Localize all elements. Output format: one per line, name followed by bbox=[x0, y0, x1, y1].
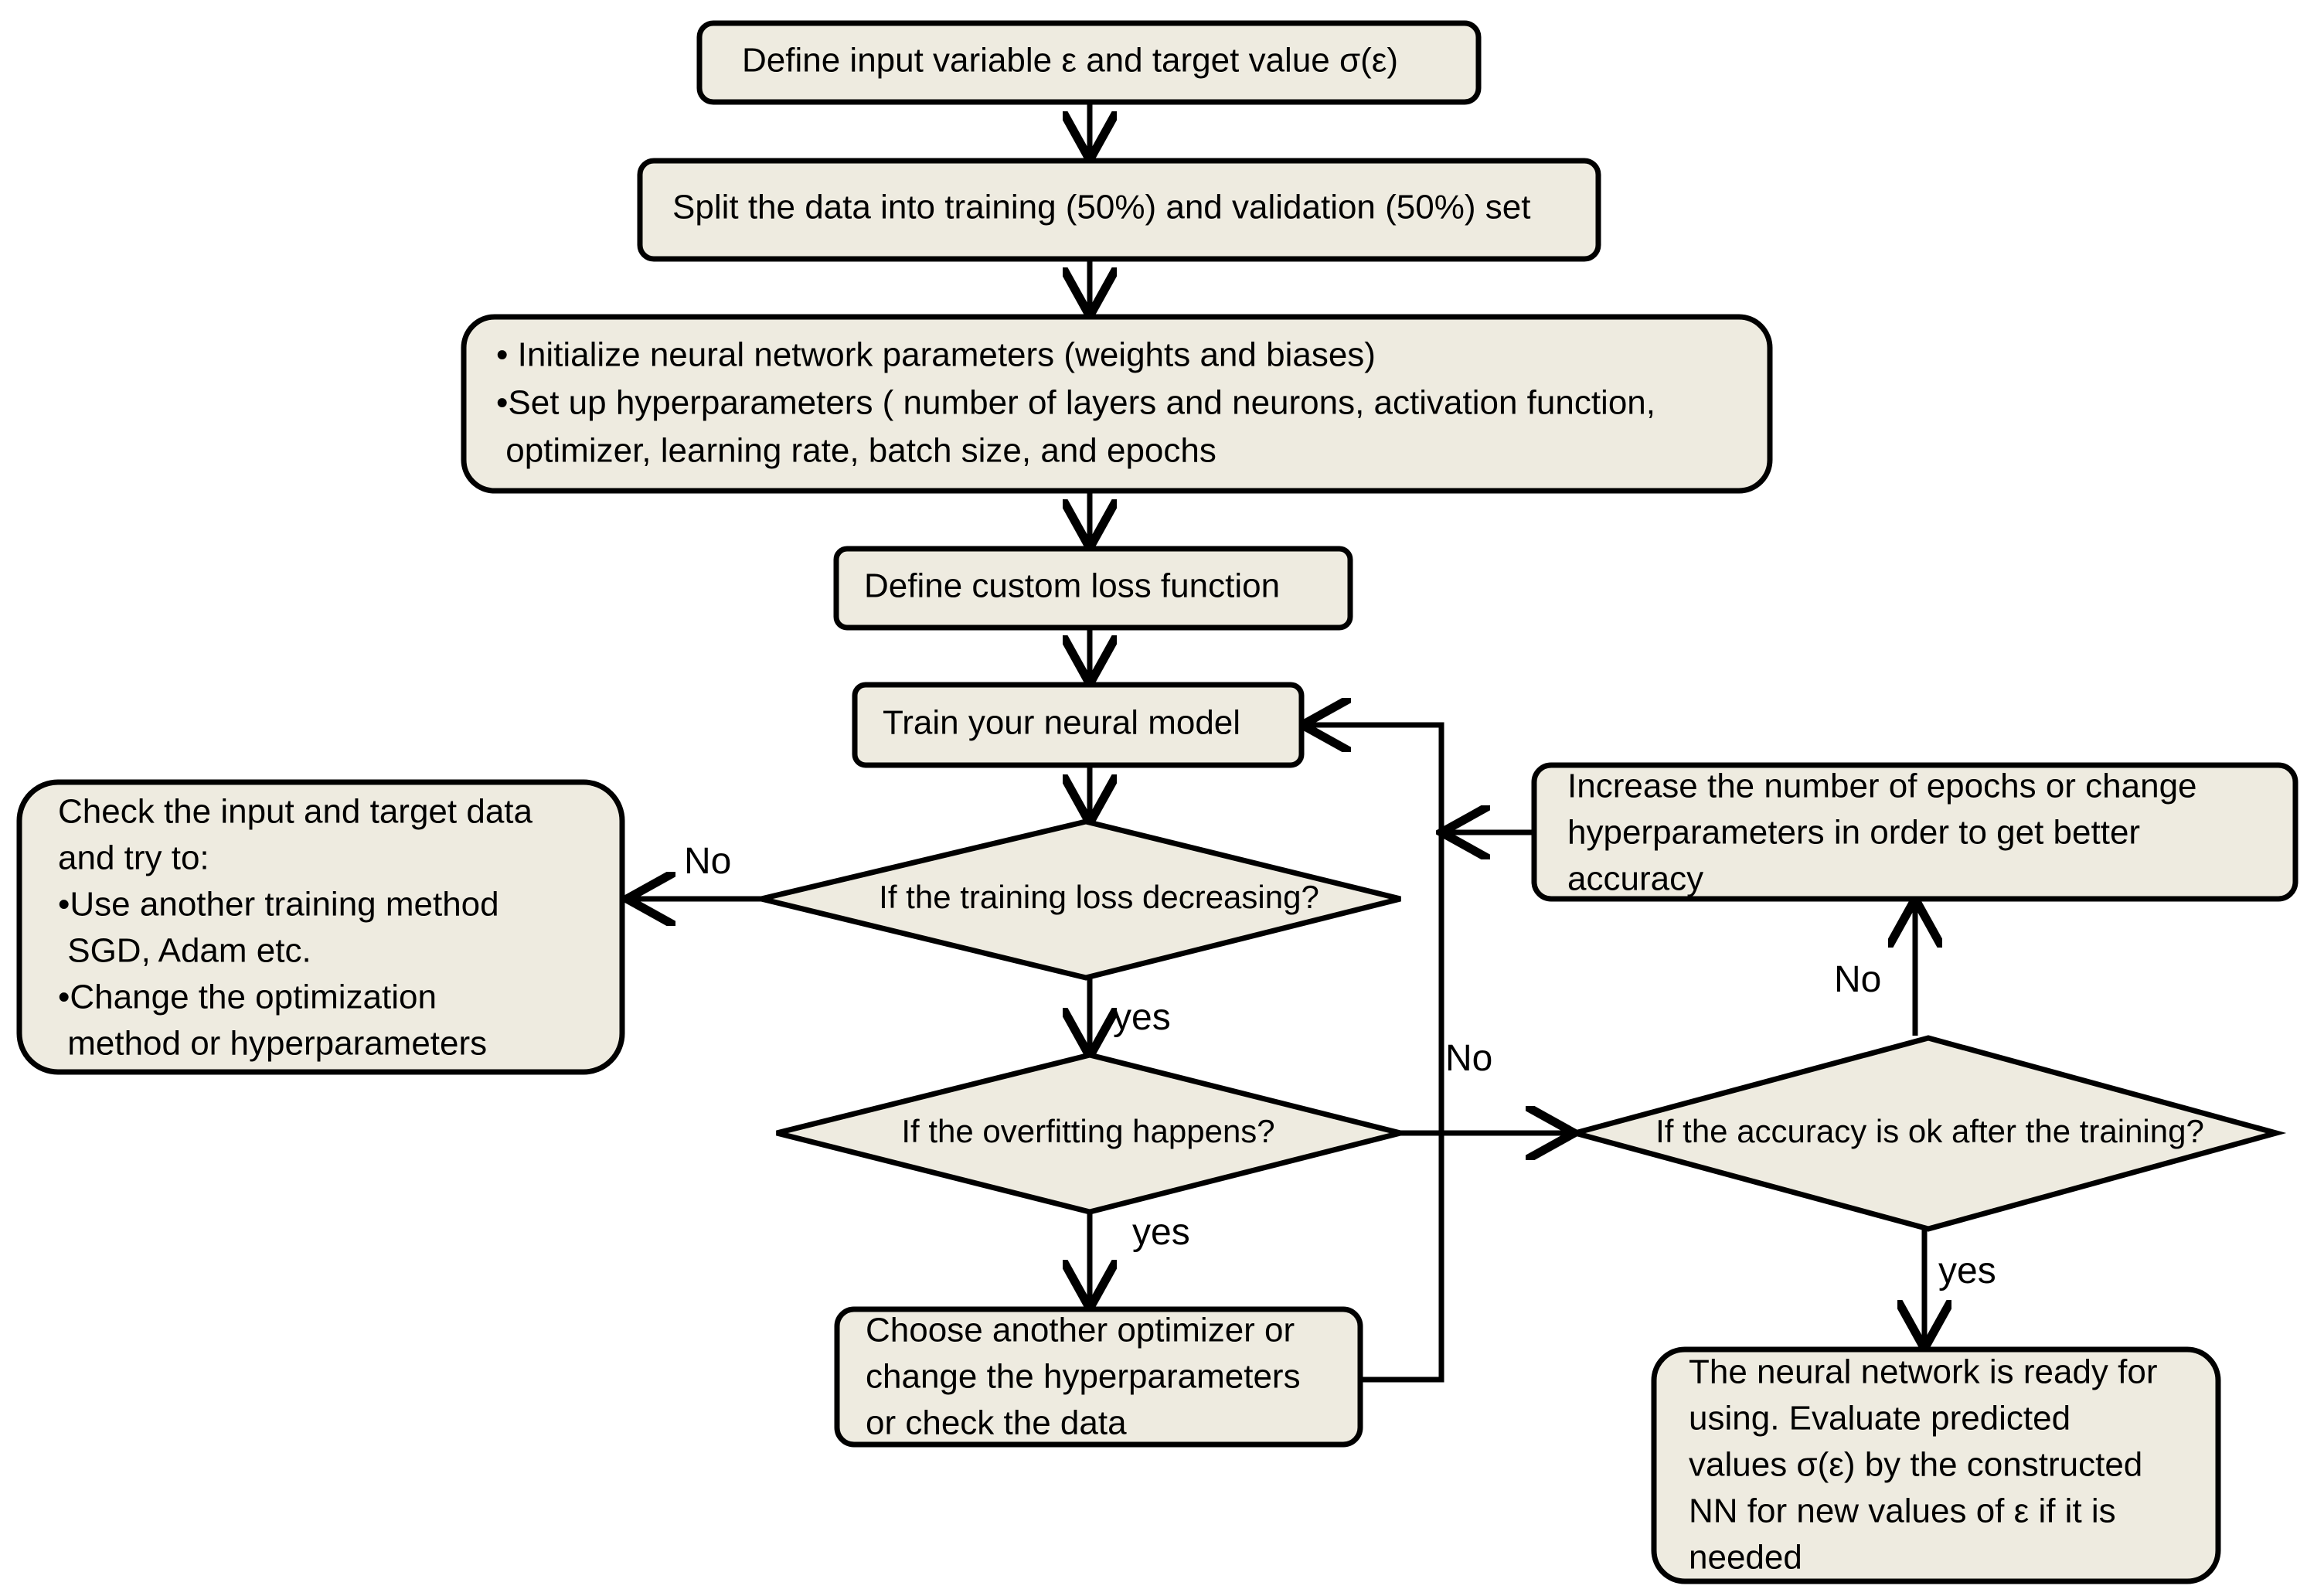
label-overfit-no: No bbox=[1445, 1038, 1492, 1079]
nodes: Define input variable ε and target value… bbox=[16, 20, 2298, 1584]
edge-labels: No yes yes No No yes bbox=[684, 841, 1996, 1291]
check-data-line-5: •Change the optimization bbox=[58, 978, 437, 1016]
node-train-model-text: Train your neural model bbox=[883, 704, 1240, 742]
node-nn-ready: The neural network is ready for using. Ev… bbox=[1651, 1346, 2221, 1584]
node-accuracy-ok: If the accuracy is ok after the training… bbox=[1564, 1035, 2287, 1232]
accuracy-ok-line-1: If the accuracy is ok after the training… bbox=[1655, 1113, 2204, 1149]
nn-ready-line-1: The neural network is ready for bbox=[1689, 1353, 2158, 1391]
check-data-line-6: method or hyperparameters bbox=[58, 1025, 487, 1063]
define-loss-line-1: Define custom loss function bbox=[864, 567, 1280, 605]
label-loss-no: No bbox=[684, 841, 731, 882]
node-split-data-text: Split the data into training (50%) and v… bbox=[672, 189, 1530, 226]
label-accuracy-no: No bbox=[1834, 959, 1881, 1000]
increase-epochs-line-3: accuracy bbox=[1567, 860, 1703, 898]
label-overfit-yes: yes bbox=[1132, 1212, 1190, 1253]
node-choose-optimizer: Choose another optimizer or change the hy… bbox=[834, 1306, 1363, 1448]
edge-choose-back-to-train bbox=[1308, 725, 1444, 1383]
init-params-line-2: •Set up hyperparameters ( number of laye… bbox=[496, 384, 1655, 422]
node-increase-epochs: Increase the number of epochs or change h… bbox=[1531, 762, 2298, 902]
node-train-model: Train your neural model bbox=[852, 682, 1305, 768]
node-loss-decreasing: If the training loss decreasing? bbox=[760, 818, 1401, 981]
choose-optimizer-line-3: or check the data bbox=[866, 1404, 1127, 1442]
nn-ready-line-4: NN for new values of ε if it is bbox=[1689, 1492, 2116, 1530]
nn-ready-line-3: values σ(ε) by the constructed bbox=[1689, 1446, 2142, 1484]
choose-optimizer-line-1: Choose another optimizer or bbox=[866, 1312, 1295, 1349]
check-data-line-3: •Use another training method bbox=[58, 886, 499, 924]
check-data-line-1: Check the input and target data bbox=[58, 793, 533, 831]
node-check-data-text: Check the input and target data and try t… bbox=[58, 793, 533, 1063]
node-nn-ready-text: The neural network is ready for using. Ev… bbox=[1689, 1353, 2158, 1577]
node-init-params: • Initialize neural network parameters (… bbox=[461, 314, 1773, 494]
edges bbox=[632, 102, 1924, 1383]
node-init-params-text: • Initialize neural network parameters (… bbox=[496, 336, 1655, 470]
node-define-input-text: Define input variable ε and target value… bbox=[742, 42, 1398, 80]
node-define-input: Define input variable ε and target value… bbox=[696, 20, 1482, 105]
nn-ready-line-5: needed bbox=[1689, 1539, 1802, 1577]
check-data-line-4: SGD, Adam etc. bbox=[58, 932, 311, 970]
train-model-line-1: Train your neural model bbox=[883, 704, 1240, 742]
node-overfitting: If the overfitting happens? bbox=[776, 1052, 1401, 1215]
init-params-line-3: optimizer, learning rate, batch size, an… bbox=[496, 432, 1216, 470]
check-data-line-2: and try to: bbox=[58, 839, 209, 877]
increase-epochs-line-1: Increase the number of epochs or change bbox=[1567, 767, 2197, 805]
node-define-loss-text: Define custom loss function bbox=[864, 567, 1280, 605]
node-choose-optimizer-text: Choose another optimizer or change the hy… bbox=[866, 1312, 1301, 1442]
node-loss-decreasing-text: If the training loss decreasing? bbox=[879, 879, 1319, 915]
choose-optimizer-line-2: change the hyperparameters bbox=[866, 1358, 1301, 1396]
node-split-data: Split the data into training (50%) and v… bbox=[637, 158, 1601, 262]
loss-decreasing-line-1: If the training loss decreasing? bbox=[879, 879, 1319, 915]
overfitting-line-1: If the overfitting happens? bbox=[901, 1113, 1274, 1149]
node-overfitting-text: If the overfitting happens? bbox=[901, 1113, 1274, 1149]
increase-epochs-line-2: hyperparameters in order to get better bbox=[1567, 814, 2140, 852]
init-params-line-1: • Initialize neural network parameters (… bbox=[496, 336, 1376, 374]
label-accuracy-yes: yes bbox=[1938, 1251, 1996, 1291]
node-check-data: Check the input and target data and try t… bbox=[16, 779, 625, 1075]
node-accuracy-ok-text: If the accuracy is ok after the training… bbox=[1655, 1113, 2204, 1149]
node-increase-epochs-text: Increase the number of epochs or change h… bbox=[1567, 767, 2197, 898]
nn-ready-line-2: using. Evaluate predicted bbox=[1689, 1400, 2071, 1438]
node-define-loss: Define custom loss function bbox=[833, 546, 1353, 631]
define-input-line-1: Define input variable ε and target value… bbox=[742, 42, 1398, 80]
label-loss-yes: yes bbox=[1113, 997, 1171, 1038]
split-data-line-1: Split the data into training (50%) and v… bbox=[672, 189, 1530, 226]
